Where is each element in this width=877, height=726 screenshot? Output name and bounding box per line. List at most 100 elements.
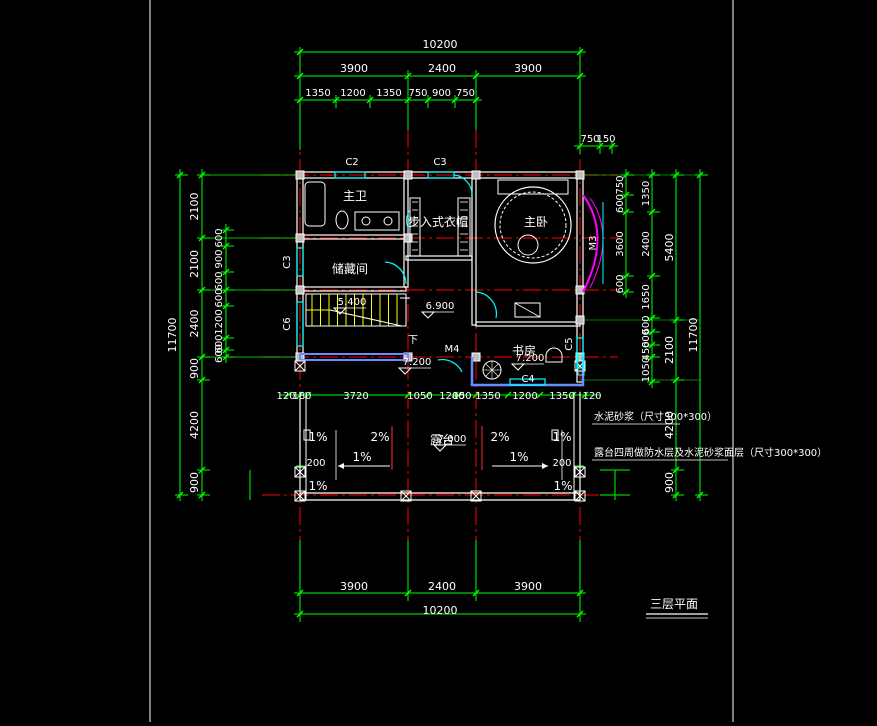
dim-tick xyxy=(424,96,432,104)
dim-mid-label: 150 xyxy=(452,391,471,402)
dim-tick xyxy=(576,72,584,80)
dim-tick xyxy=(472,589,480,597)
dim-right-small-label: 750 xyxy=(580,134,599,145)
desk-cross xyxy=(514,302,541,318)
door-storage xyxy=(384,261,407,285)
column xyxy=(575,285,585,295)
label-c4: C4 xyxy=(521,374,534,385)
dim-top-detail-label: 1350 xyxy=(305,88,330,99)
dim-tick xyxy=(222,226,230,234)
study-chair xyxy=(545,347,563,363)
dim-bottom-bays-label: 3900 xyxy=(340,580,368,593)
slope-label: 1% xyxy=(553,479,572,493)
dim-tick xyxy=(576,610,584,618)
wall-bed-west xyxy=(471,174,477,326)
dim-mid-label: 120 xyxy=(276,391,295,402)
label-c5: C5 xyxy=(564,337,575,350)
dim-right-inner-label: 2400 xyxy=(641,231,652,256)
dim-tick xyxy=(696,491,704,499)
dim-right-mid-label: 900 xyxy=(663,472,676,493)
dim-tick xyxy=(455,391,463,399)
stair-arrow xyxy=(329,309,403,327)
slope-label: 2% xyxy=(490,430,509,444)
column xyxy=(471,170,481,180)
room-balcony: 露台 xyxy=(430,432,454,447)
dim-tick xyxy=(176,171,184,179)
dim-right-inner2-label: 750 xyxy=(615,175,626,194)
sink xyxy=(383,216,393,226)
dim-tick xyxy=(424,391,432,399)
dim-tick xyxy=(222,346,230,354)
dim-tick xyxy=(648,314,656,322)
dim-right-mid-label: 4200 xyxy=(663,411,676,439)
dim-tick xyxy=(622,191,630,199)
dim-tick xyxy=(198,376,206,384)
dim-tick xyxy=(648,272,656,280)
dim-tick xyxy=(222,334,230,342)
dim-left-segments-label: 2100 xyxy=(188,250,201,278)
dim-mid-label: 1350 xyxy=(475,391,500,402)
level-symbol xyxy=(510,363,526,371)
dim-left-inner-label: 600 xyxy=(214,288,225,307)
dim-left-inner-label: 600 xyxy=(214,271,225,290)
label-c6: C6 xyxy=(282,317,293,330)
label-down: 下 xyxy=(408,335,418,346)
dim-mid-label: 120 xyxy=(582,391,601,402)
dim-tick xyxy=(472,96,480,104)
dim-tick xyxy=(366,96,374,104)
dim-left-segments-label: 2100 xyxy=(188,193,201,221)
dim-top-detail-label: 750 xyxy=(408,88,427,99)
dim-tick xyxy=(622,208,630,216)
door-bedroom xyxy=(475,291,497,319)
level-balcony: 7.000 xyxy=(438,434,467,445)
column-cross xyxy=(294,360,306,372)
wall-bed-south xyxy=(475,321,581,327)
dim-tick xyxy=(332,96,340,104)
bed-headboard xyxy=(497,179,569,195)
dim-bottom-bays-label: 3900 xyxy=(514,580,542,593)
dim-tick xyxy=(284,391,292,399)
label-m4: M4 xyxy=(445,344,460,355)
column-cross-line xyxy=(294,490,306,502)
column-cross-line xyxy=(574,466,586,478)
dim-tick xyxy=(472,72,480,80)
dim-tick xyxy=(222,302,230,310)
slope-label: 1% xyxy=(552,430,571,444)
dim-tick xyxy=(622,288,630,296)
dim-right-inner-label: 600 xyxy=(641,329,652,348)
slope-label: 1% xyxy=(352,450,371,464)
slope-label: 1% xyxy=(509,450,528,464)
window-c6 xyxy=(296,301,304,347)
dimension-lines xyxy=(175,47,708,622)
dim-tick xyxy=(222,353,230,361)
level-study: 7.200 xyxy=(516,353,545,364)
dim-tick xyxy=(569,391,577,399)
dim-top-bays-label: 3900 xyxy=(514,62,542,75)
room-master-bath: 主卫 xyxy=(343,189,367,203)
level-symbol xyxy=(397,367,413,375)
vanity xyxy=(354,211,400,231)
dim-tick xyxy=(404,96,412,104)
window-c3-left xyxy=(296,247,304,277)
note-waterproof: 露台四周做防水层及水泥砂浆面层（尺寸300*300） xyxy=(594,446,827,459)
wall-corridor-blue xyxy=(299,353,409,361)
dim-balcony-side: 200 xyxy=(552,458,571,469)
dim-tick xyxy=(222,242,230,250)
dim-tick xyxy=(296,96,304,104)
bed-desk xyxy=(514,302,541,318)
dim-mid-label: 1350 xyxy=(549,391,574,402)
drawing-title: 三层平面 xyxy=(650,597,698,611)
dim-tick xyxy=(581,391,589,399)
dim-tick xyxy=(576,589,584,597)
plant-leaf xyxy=(491,363,499,371)
column-cross-line xyxy=(400,490,412,502)
dim-left-inner-label: 900 xyxy=(214,249,225,268)
plant-leaf xyxy=(491,369,499,377)
dim-tick xyxy=(404,72,412,80)
column xyxy=(403,233,413,243)
room-walk-in-closet: 步入式衣帽 xyxy=(408,214,468,229)
column-cross xyxy=(400,490,412,502)
dim-tick xyxy=(622,171,630,179)
